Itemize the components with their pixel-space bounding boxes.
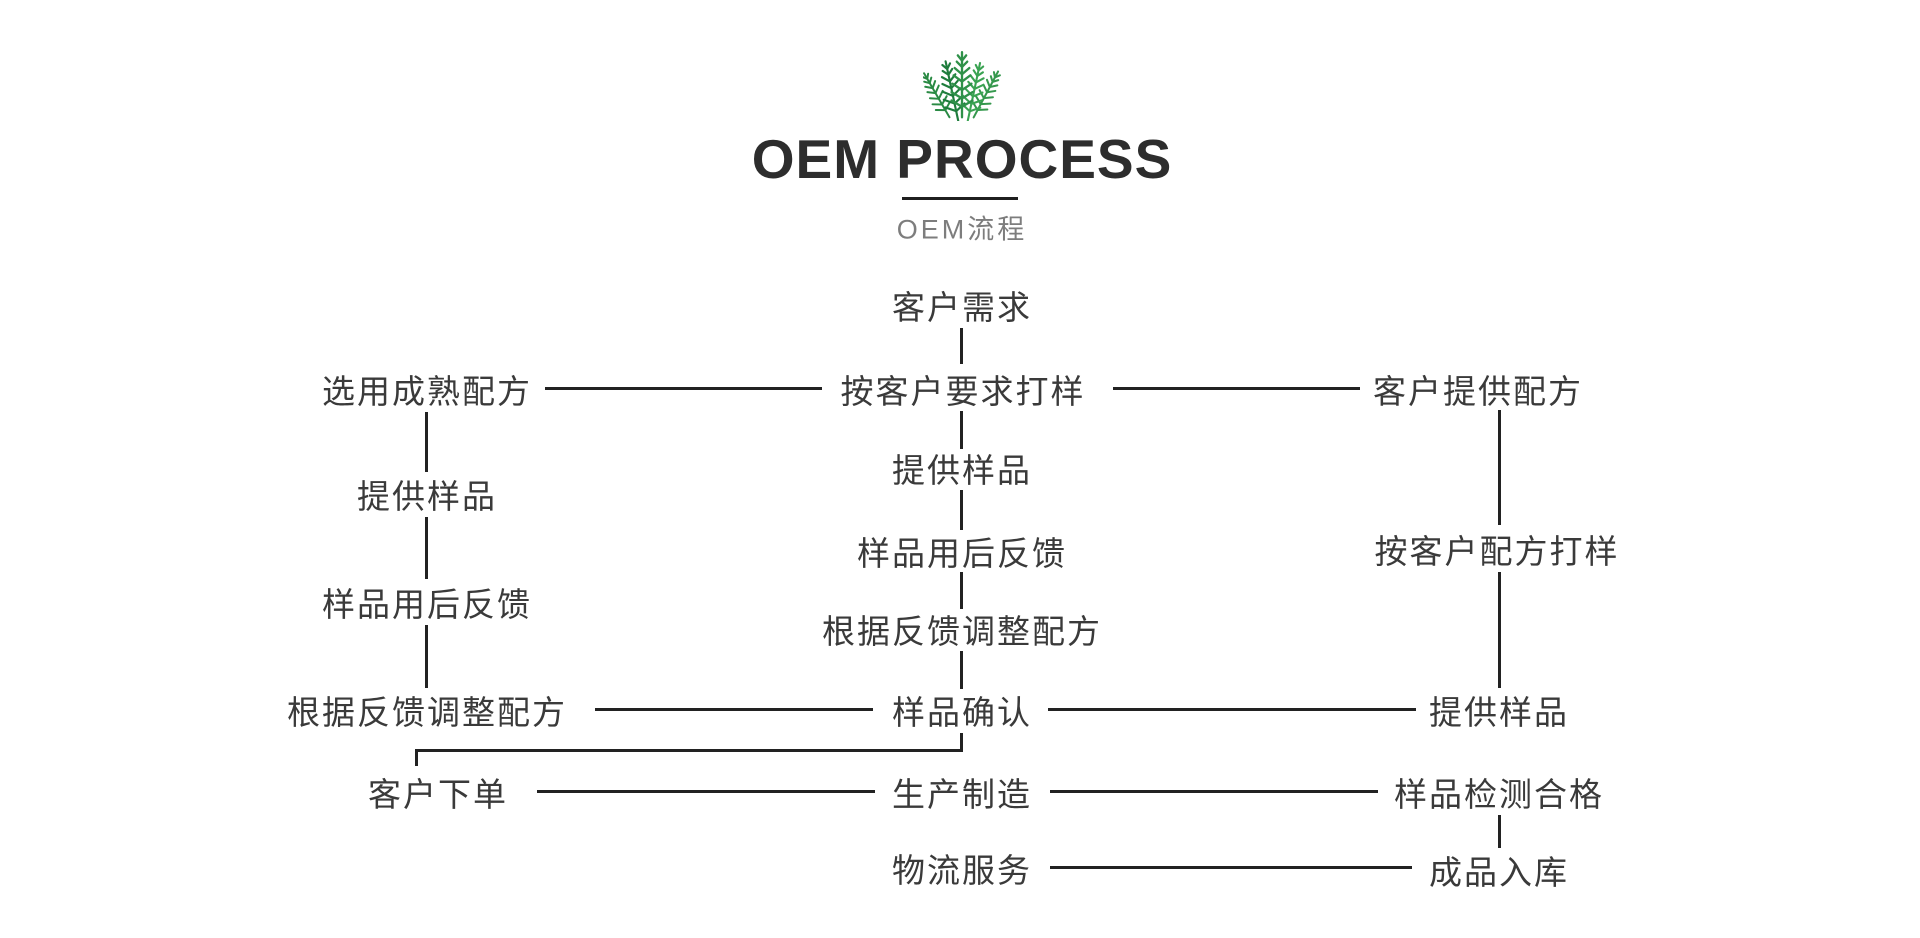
page-subtitle: OEM流程	[896, 214, 1028, 245]
connector-v-feedback-to-adjust	[960, 572, 963, 609]
flow-node-adjust-formula-left: 根据反馈调整配方	[287, 694, 567, 731]
flow-node-customer-provides-formula: 客户提供配方	[1373, 373, 1583, 410]
connector-v-mature-to-sample	[425, 412, 428, 472]
flow-node-adjust-formula-center: 根据反馈调整配方	[822, 613, 1102, 650]
connector-h-confirm-to-sample-right	[1048, 708, 1416, 711]
connector-v-proof-to-sample-right	[1498, 572, 1501, 688]
flow-node-sample-usage-feedback-center: 样品用后反馈	[857, 535, 1067, 572]
connector-v-sample-to-feedback	[960, 490, 963, 530]
flow-node-production-manufacturing: 生产制造	[892, 776, 1032, 813]
connector-v-sample-to-feedback-left	[425, 517, 428, 579]
flow-node-provide-sample-center: 提供样品	[892, 452, 1032, 489]
connector-h-adjust-to-confirm	[595, 708, 873, 711]
flow-node-sample-per-customer-formula: 按客户配方打样	[1374, 533, 1620, 570]
connector-v-confirm-elbow-down	[960, 733, 963, 752]
flow-node-customer-places-order: 客户下单	[368, 776, 508, 813]
connector-h-production-to-test	[1050, 790, 1378, 793]
connector-v-test-to-warehouse	[1498, 815, 1501, 848]
page-title: OEM PROCESS	[751, 128, 1173, 190]
flow-node-finished-goods-warehousing: 成品入库	[1429, 854, 1569, 891]
connector-h-mature-to-request	[545, 387, 822, 390]
title-underline	[902, 197, 1018, 200]
connector-v-elbow-to-order	[415, 749, 418, 766]
connector-h-logistics-to-warehouse	[1050, 866, 1412, 869]
flow-node-customer-demand: 客户需求	[892, 289, 1032, 326]
flow-node-select-mature-formula: 选用成熟配方	[322, 373, 532, 410]
connector-v-adjust-to-confirm	[960, 651, 963, 689]
connector-h-request-to-formula	[1113, 387, 1360, 390]
flow-node-logistics-service: 物流服务	[892, 852, 1032, 889]
flow-node-sample-test-passed: 样品检测合格	[1394, 776, 1604, 813]
flow-node-sample-usage-feedback-left: 样品用后反馈	[322, 586, 532, 623]
connector-v-request-to-sample	[960, 411, 963, 449]
connector-v-feedback-to-adjust-left	[425, 625, 428, 688]
connector-v-formula-to-proof	[1498, 410, 1501, 525]
flow-node-sample-per-customer-request: 按客户要求打样	[840, 373, 1086, 410]
flow-node-sample-confirmation: 样品确认	[892, 694, 1032, 731]
fern-leaves-icon	[923, 51, 1001, 121]
flow-node-provide-sample-right: 提供样品	[1429, 694, 1569, 731]
connector-v-demand-to-request	[960, 328, 963, 364]
connector-h-order-to-production	[537, 790, 875, 793]
connector-h-confirm-elbow-across	[415, 749, 963, 752]
flow-node-provide-sample-left: 提供样品	[357, 478, 497, 515]
